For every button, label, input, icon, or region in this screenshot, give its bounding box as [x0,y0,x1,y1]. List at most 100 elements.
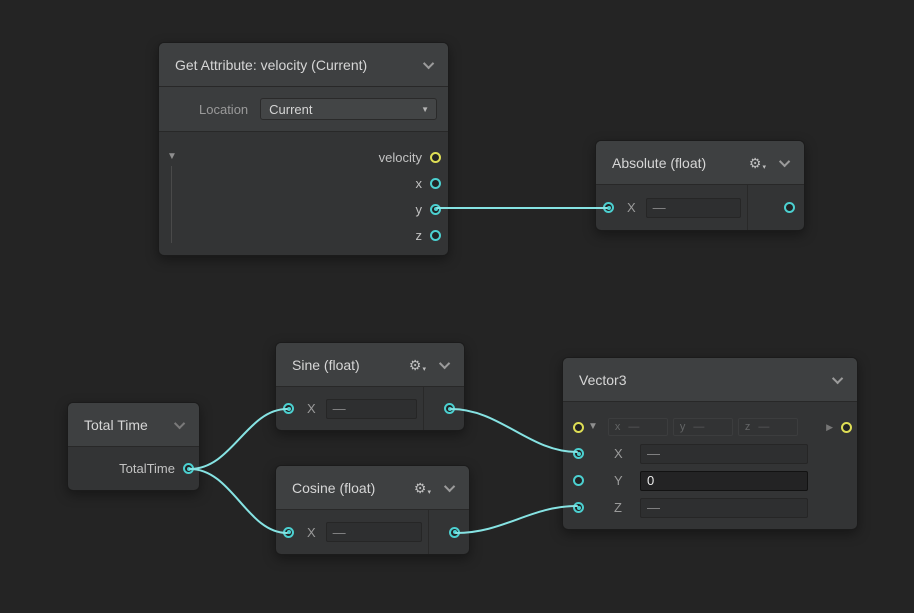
node-title: Cosine (float) [292,479,376,496]
compact-field-y: y — [672,418,733,436]
node-cosine-float[interactable]: Cosine (float) ⚙ ▾ X — [275,465,470,555]
node-vector3[interactable]: Vector3 ▼ x — y — z — ▶ [562,357,858,530]
vector3-row-y: Y 0 [563,467,857,494]
compact-y-value: — [693,421,705,433]
chevron-down-icon[interactable] [422,57,435,69]
node-title: Total Time [84,416,148,433]
output-label-y: y [415,201,423,217]
input-z-label: Z [614,500,622,515]
output-area [748,202,804,213]
output-row-y: y [159,196,441,222]
port-input-x[interactable] [283,403,294,414]
node-header[interactable]: Total Time [68,403,199,447]
gear-icon[interactable]: ⚙ [413,479,427,496]
node-body: ▼ x — y — z — ▶ X — [563,402,857,529]
node-title: Sine (float) [292,356,360,373]
node-settings-row: Location Current ▼ [159,87,448,132]
gear-icon[interactable]: ⚙ [408,356,422,373]
compact-x-label: x [614,421,621,433]
chevron-down-icon[interactable] [173,417,186,429]
output-area [424,403,464,414]
output-label-velocity: velocity [378,149,422,165]
port-output[interactable] [444,403,455,414]
port-input-vector3[interactable] [573,421,584,433]
chevron-down-icon[interactable] [831,372,844,384]
input-z-field: — [640,497,808,518]
edge-cosine-to-vector3-z[interactable] [455,505,578,534]
node-body: X — [276,510,469,554]
location-dropdown-value: Current [269,101,313,117]
node-body: ▼ velocity x y z [159,132,448,257]
node-total-time[interactable]: Total Time TotalTime [67,402,200,491]
port-input-x[interactable] [573,448,584,459]
node-title: Vector3 [579,371,627,388]
node-sine-float[interactable]: Sine (float) ⚙ ▾ X — [275,342,465,431]
compact-field-z: z — [737,418,798,436]
node-header[interactable]: Get Attribute: velocity (Current) [159,43,448,87]
node-body: X — [276,387,464,430]
input-x-label: X [627,200,636,215]
gear-caret-icon: ▾ [422,365,426,373]
node-header[interactable]: Sine (float) ⚙ ▾ [276,343,464,387]
port-output-x[interactable] [430,177,441,189]
compact-z-value: — [758,421,770,433]
input-x-field: — [325,398,417,419]
node-header[interactable]: Vector3 [563,358,857,402]
vector3-compact-row: ▼ x — y — z — ▶ [563,414,857,440]
node-header[interactable]: Cosine (float) ⚙ ▾ [276,466,469,510]
port-output-vector3[interactable] [841,421,852,433]
vector3-row-x: X — [563,440,857,467]
compact-field-x: x — [607,418,668,436]
location-dropdown[interactable]: Current ▼ [260,98,437,120]
compact-y-label: y [679,421,686,433]
port-output-z[interactable] [430,229,441,241]
output-label-z: z [415,227,423,243]
port-output-totaltime[interactable] [183,463,194,474]
input-x-field: — [645,197,741,218]
port-input-x[interactable] [283,526,294,538]
input-y-label: Y [614,473,623,488]
port-output-y[interactable] [430,203,441,215]
divider [423,387,424,430]
chevron-down-icon[interactable] [438,357,451,369]
input-x-label: X [614,446,623,461]
port-input-x[interactable] [603,202,614,213]
edge-totaltime-to-cosine-x[interactable] [189,468,288,534]
output-expander-icon[interactable]: ▶ [826,421,833,432]
output-area [429,526,469,538]
output-row-x: x [159,170,441,196]
expander-triangle-icon[interactable]: ▼ [167,151,177,162]
expander-line [171,166,172,243]
node-header[interactable]: Absolute (float) ⚙ ▾ [596,141,804,185]
port-input-z[interactable] [573,502,584,513]
dropdown-arrow-icon: ▼ [421,104,429,114]
output-label-totaltime: TotalTime [119,461,175,476]
gear-caret-icon: ▾ [762,163,766,171]
node-body: X — [596,185,804,230]
edge-sine-to-vector3-x[interactable] [450,408,578,453]
output-row-z: z [159,222,441,248]
input-y-field[interactable]: 0 [640,470,808,491]
input-x-label: X [307,524,316,540]
chevron-down-icon[interactable] [778,155,791,167]
node-title: Get Attribute: velocity (Current) [175,56,368,73]
compact-z-label: z [744,421,751,433]
port-output[interactable] [784,202,795,213]
input-x-field: — [640,443,808,464]
divider [428,510,429,554]
gear-icon[interactable]: ⚙ [748,154,762,171]
location-label: Location [199,101,249,117]
input-x-label: X [307,401,316,416]
node-get-attribute-velocity[interactable]: Get Attribute: velocity (Current) Locati… [158,42,449,256]
node-absolute-float[interactable]: Absolute (float) ⚙ ▾ X — [595,140,805,231]
port-input-y[interactable] [573,475,584,486]
expander-triangle-icon[interactable]: ▼ [588,421,598,432]
port-output[interactable] [449,526,460,538]
port-output-velocity[interactable] [430,151,441,163]
compact-x-value: — [628,421,640,433]
divider [747,185,748,230]
chevron-down-icon[interactable] [443,480,456,492]
edge-totaltime-to-sine-x[interactable] [189,408,288,470]
output-label-x: x [415,175,423,191]
